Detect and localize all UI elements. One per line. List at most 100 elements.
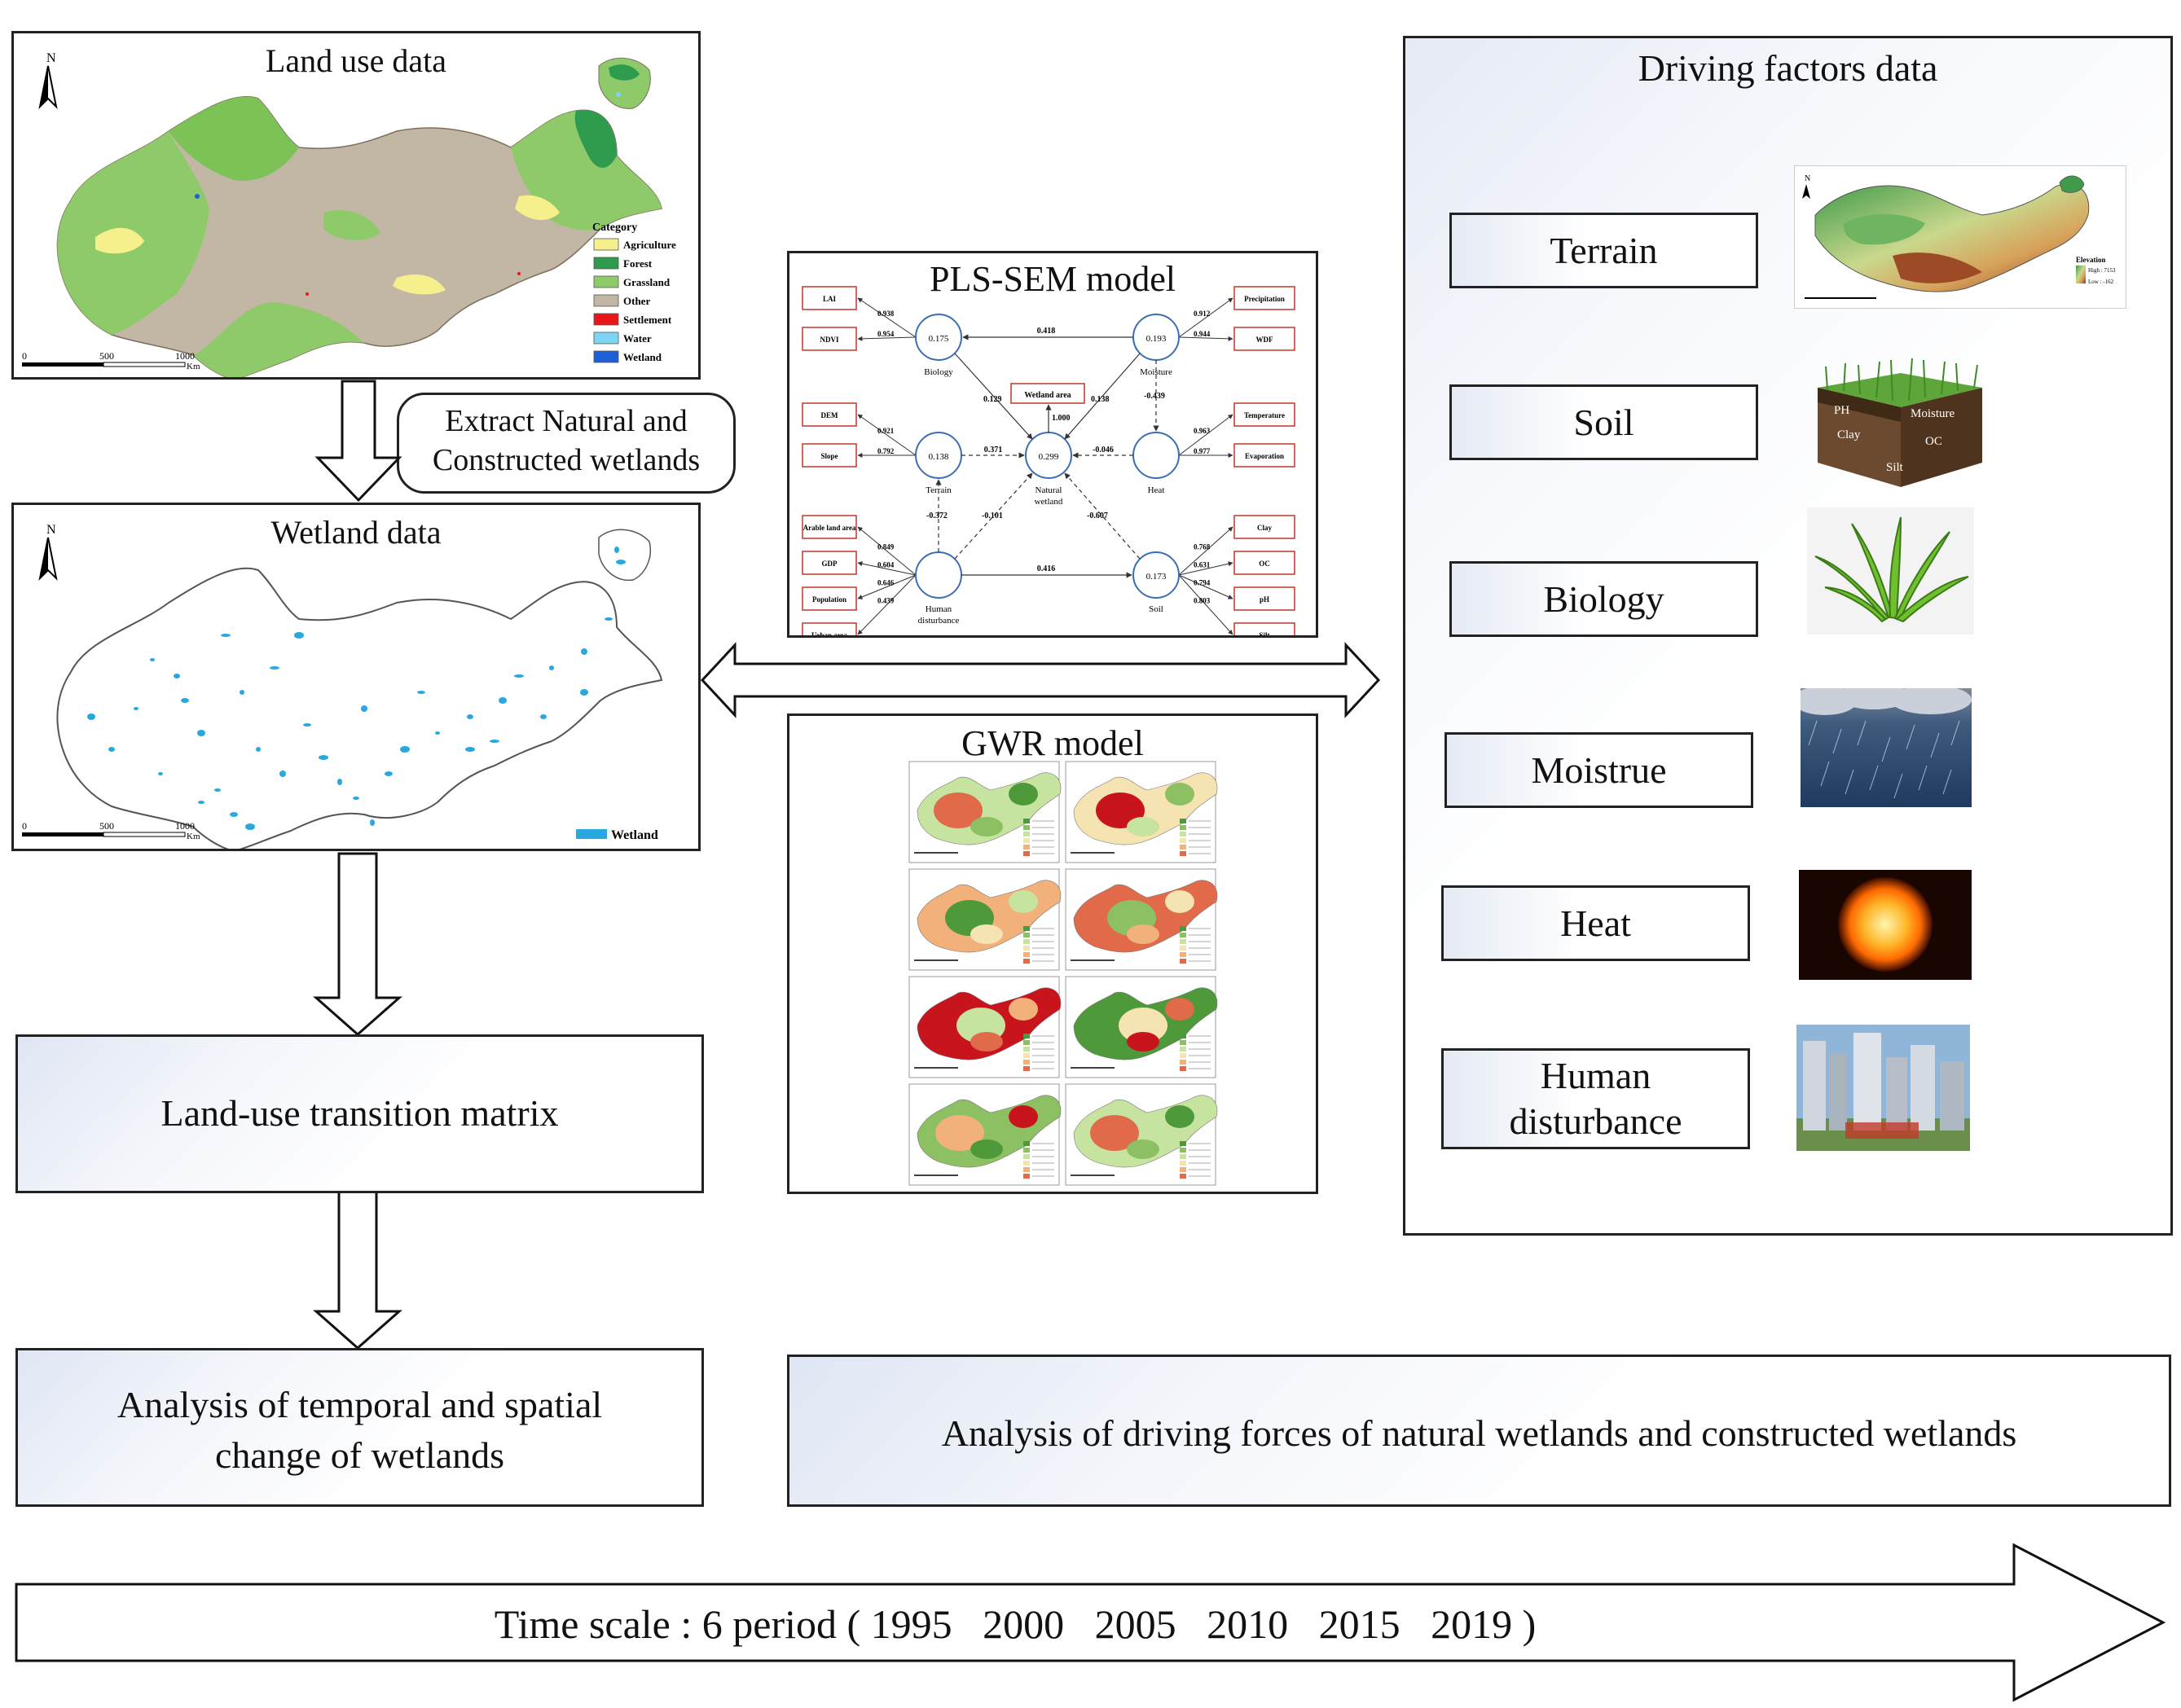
gwr-hotspot: [1165, 783, 1194, 806]
down-arrow-3: [313, 1189, 402, 1350]
factor-soil: Soil: [1449, 384, 1758, 460]
scale-label-0: 0: [22, 350, 27, 362]
grassland-east-shape: [511, 110, 662, 231]
gwr-legend-swatch: [1180, 946, 1186, 951]
water-dot: [616, 92, 621, 97]
wetland-patch: [150, 658, 155, 661]
transition-label: Land-use transition matrix: [160, 1092, 559, 1134]
wetland-patch: [580, 689, 588, 696]
north-arrow-icon: [1802, 184, 1810, 199]
wetland-patch: [181, 698, 189, 703]
legend-label: Settlement: [623, 314, 672, 326]
loading-value: 0.439: [877, 597, 895, 605]
factor-heat: Heat: [1441, 885, 1750, 961]
gwr-legend-swatch: [1023, 1161, 1030, 1166]
terrain-elevation-map: N Elevation High : 7153 Low : -162: [1794, 165, 2126, 309]
soil-cube-image: PH Moisture Clay OC Silt: [1818, 358, 1982, 487]
agriculture-west-shape: [95, 227, 144, 254]
agriculture-mid-shape: [393, 274, 446, 295]
loading-value: 0.921: [877, 427, 895, 435]
city-image: [1796, 1025, 1970, 1151]
indicator-box: [1233, 586, 1295, 611]
scale-label-500: 500: [99, 820, 114, 832]
loading-value: 0.944: [1194, 330, 1211, 338]
elevation-region-shape: [1814, 183, 2090, 292]
indicator-label: Temperature: [1244, 411, 1285, 419]
loading-path: [857, 574, 917, 599]
gwr-map: [1065, 868, 1218, 971]
wetland-patch: [467, 714, 473, 719]
indicator-label: Silt: [1259, 631, 1269, 635]
wetland-inset-outline: [598, 529, 651, 582]
wetland-patch: [245, 823, 255, 830]
gwr-legend-swatch: [1180, 845, 1186, 850]
gwr-map: [908, 868, 1062, 971]
settlement-dot: [517, 272, 521, 275]
gwr-hotspot: [1119, 1008, 1167, 1043]
gwr-legend-swatch: [1180, 926, 1186, 931]
gwr-legend-swatch: [1023, 946, 1030, 951]
construct-label-disturbance: disturbance: [918, 616, 960, 626]
gwr-legend-swatch: [1180, 1148, 1186, 1153]
gwr-legend-swatch: [1180, 838, 1186, 843]
wetland-patch: [198, 801, 204, 804]
wetland-patch: [108, 747, 115, 752]
scale-unit: Km: [187, 362, 200, 371]
analysis-driving-label: Analysis of driving forces of natural we…: [941, 1412, 2017, 1454]
city-low-building: [1845, 1122, 1919, 1139]
path-label: 0.138: [1091, 395, 1110, 404]
indicator-box: [802, 443, 857, 468]
grass-tufts: [1825, 358, 1978, 402]
indicator-box: [802, 402, 857, 427]
scale-bar-segment: [22, 832, 103, 836]
legend-label: Agriculture: [623, 239, 676, 251]
pls-sem-title: PLS-SEM model: [930, 259, 1176, 299]
construct-label-biology: Biology: [924, 367, 953, 377]
wetland-patch: [614, 547, 619, 553]
wetland-area-label: Wetland area: [1024, 391, 1071, 400]
factor-soil-label: Soil: [1573, 401, 1634, 443]
indicator-label: GDP: [822, 560, 838, 568]
wetland-area-box: [1010, 383, 1085, 404]
elevation-low: Low : -162: [2088, 279, 2114, 285]
gwr-hotspot: [1165, 890, 1194, 913]
scale-bar-segment: [103, 362, 186, 367]
factor-terrain-label: Terrain: [1550, 229, 1658, 271]
gwr-legend-swatch: [1023, 952, 1030, 957]
soil-clay-text: Clay: [1837, 428, 1861, 441]
wetland-dot: [195, 194, 200, 199]
biology-grass-image: [1807, 507, 1974, 634]
wetland-patches: [87, 547, 626, 830]
gwr-hotspot: [1009, 998, 1038, 1021]
wetland-legend-label: Wetland: [611, 828, 658, 842]
gwr-hotspot: [1165, 998, 1194, 1021]
construct-biology: [915, 314, 962, 361]
extract-line2: Constructed wetlands: [432, 443, 701, 477]
construct-heat: [1132, 432, 1180, 479]
r2-soil: 0.173: [1146, 572, 1167, 582]
clouds: [1801, 688, 1972, 715]
wetland-patch: [158, 772, 163, 775]
legend-label: Grassland: [623, 276, 671, 288]
gwr-legend-swatch: [1023, 1148, 1030, 1153]
gwr-legend-swatch: [1023, 838, 1030, 843]
gwr-legend-swatch: [1180, 851, 1186, 856]
legend-label: Water: [623, 332, 652, 345]
path-label: -0.439: [1144, 392, 1165, 401]
indicator-label: Urban area: [811, 631, 848, 635]
gwr-hotspot: [970, 1032, 1003, 1052]
land-use-map: N Category AgricultureForestGrasslandOth…: [22, 51, 676, 377]
factor-heat-label: Heat: [1560, 902, 1631, 944]
north-arrow-fill-icon: [40, 538, 48, 578]
indicator-label: WDF: [1256, 336, 1273, 344]
loading-path: [857, 297, 917, 338]
legend-swatch: [593, 294, 619, 307]
indicator-box: [1233, 443, 1295, 468]
path-label: -0.372: [926, 512, 948, 520]
gwr-legend-swatch: [1180, 825, 1186, 830]
wetland-patch: [353, 797, 359, 800]
factor-biology-label: Biology: [1543, 577, 1664, 620]
indicator-box: [802, 327, 857, 351]
wetland-patch: [256, 747, 261, 752]
